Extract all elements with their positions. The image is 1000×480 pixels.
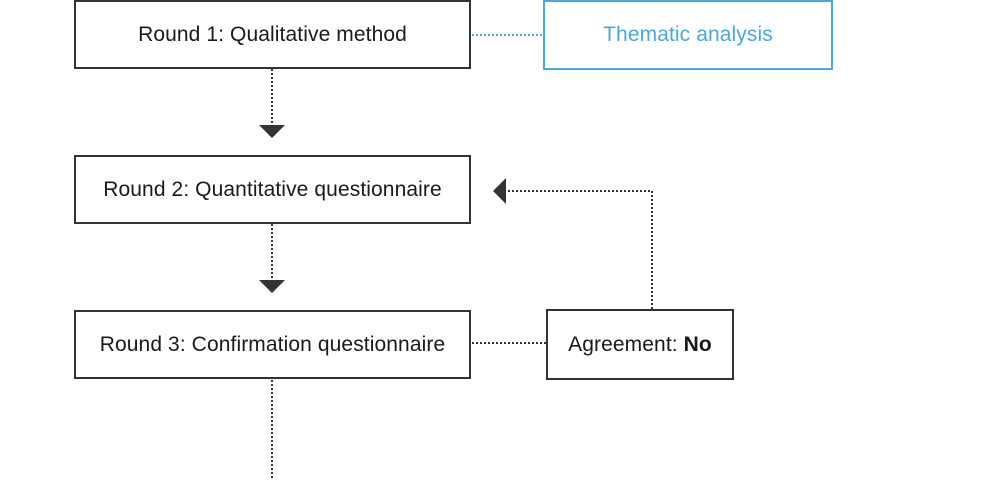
node-thematic-label: Thematic analysis <box>603 23 773 46</box>
arrowhead-to-round2 <box>259 125 285 138</box>
node-round3-confirmation: Round 3: Confirmation questionnaire <box>74 310 471 379</box>
node-thematic-analysis: Thematic analysis <box>543 0 833 70</box>
node-round1-label: Round 1: Qualitative method <box>138 22 407 46</box>
node-agreement: Agreement: No <box>546 309 734 380</box>
node-round1-qualitative: Round 1: Qualitative method <box>74 0 471 69</box>
node-round2-label: Round 2: Quantitative questionnaire <box>103 177 442 201</box>
node-agreement-label: Agreement: <box>568 332 678 356</box>
arrowhead-to-round2-left <box>493 178 506 204</box>
arrowhead-to-round3 <box>259 280 285 293</box>
node-agreement-value: No <box>683 332 712 356</box>
node-round3-label: Round 3: Confirmation questionnaire <box>99 332 446 356</box>
node-round2-quantitative: Round 2: Quantitative questionnaire <box>74 155 471 224</box>
connector-agreement-round2 <box>506 190 653 309</box>
